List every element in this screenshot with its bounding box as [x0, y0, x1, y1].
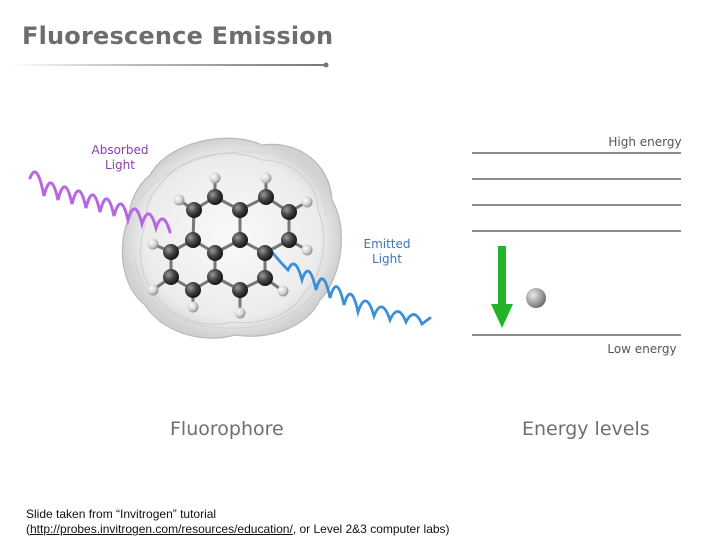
hydrogen-atoms — [147, 172, 313, 319]
energy-levels-caption: Energy levels — [522, 418, 650, 440]
absorbed-light-wave — [28, 170, 172, 234]
invitrogen-link[interactable]: http://probes.invitrogen.com/resources/e… — [30, 522, 293, 536]
slide-title: Fluorescence Emission — [22, 22, 334, 50]
fluorophore-caption: Fluorophore — [170, 418, 284, 440]
carbon-atoms — [163, 189, 297, 298]
footnote-line2: (http://probes.invitrogen.com/resources/… — [26, 522, 450, 537]
down-arrow-icon — [491, 246, 513, 328]
absorbed-label-line2: Light — [105, 158, 135, 172]
absorbed-light-label: Absorbed Light — [84, 143, 156, 173]
low-energy-label: Low energy — [607, 342, 677, 356]
absorbed-label-line1: Absorbed — [91, 143, 149, 157]
emitted-label-line1: Emitted — [363, 237, 411, 251]
footnote-open-paren: ( — [26, 522, 30, 536]
emitted-label-line2: Light — [372, 252, 402, 266]
footnote-rest: , or Level 2&3 computer labs) — [292, 522, 450, 536]
energy-levels — [472, 152, 681, 336]
electron-icon — [526, 288, 546, 308]
emitted-light-wave — [270, 250, 432, 327]
footnote-line1: Slide taken from “Invitrogen” tutorial — [26, 507, 217, 521]
emitted-light-label: Emitted Light — [356, 237, 418, 267]
source-footnote: Slide taken from “Invitrogen” tutorial (… — [26, 507, 450, 537]
title-underline — [8, 62, 329, 68]
high-energy-label: High energy — [608, 135, 682, 149]
